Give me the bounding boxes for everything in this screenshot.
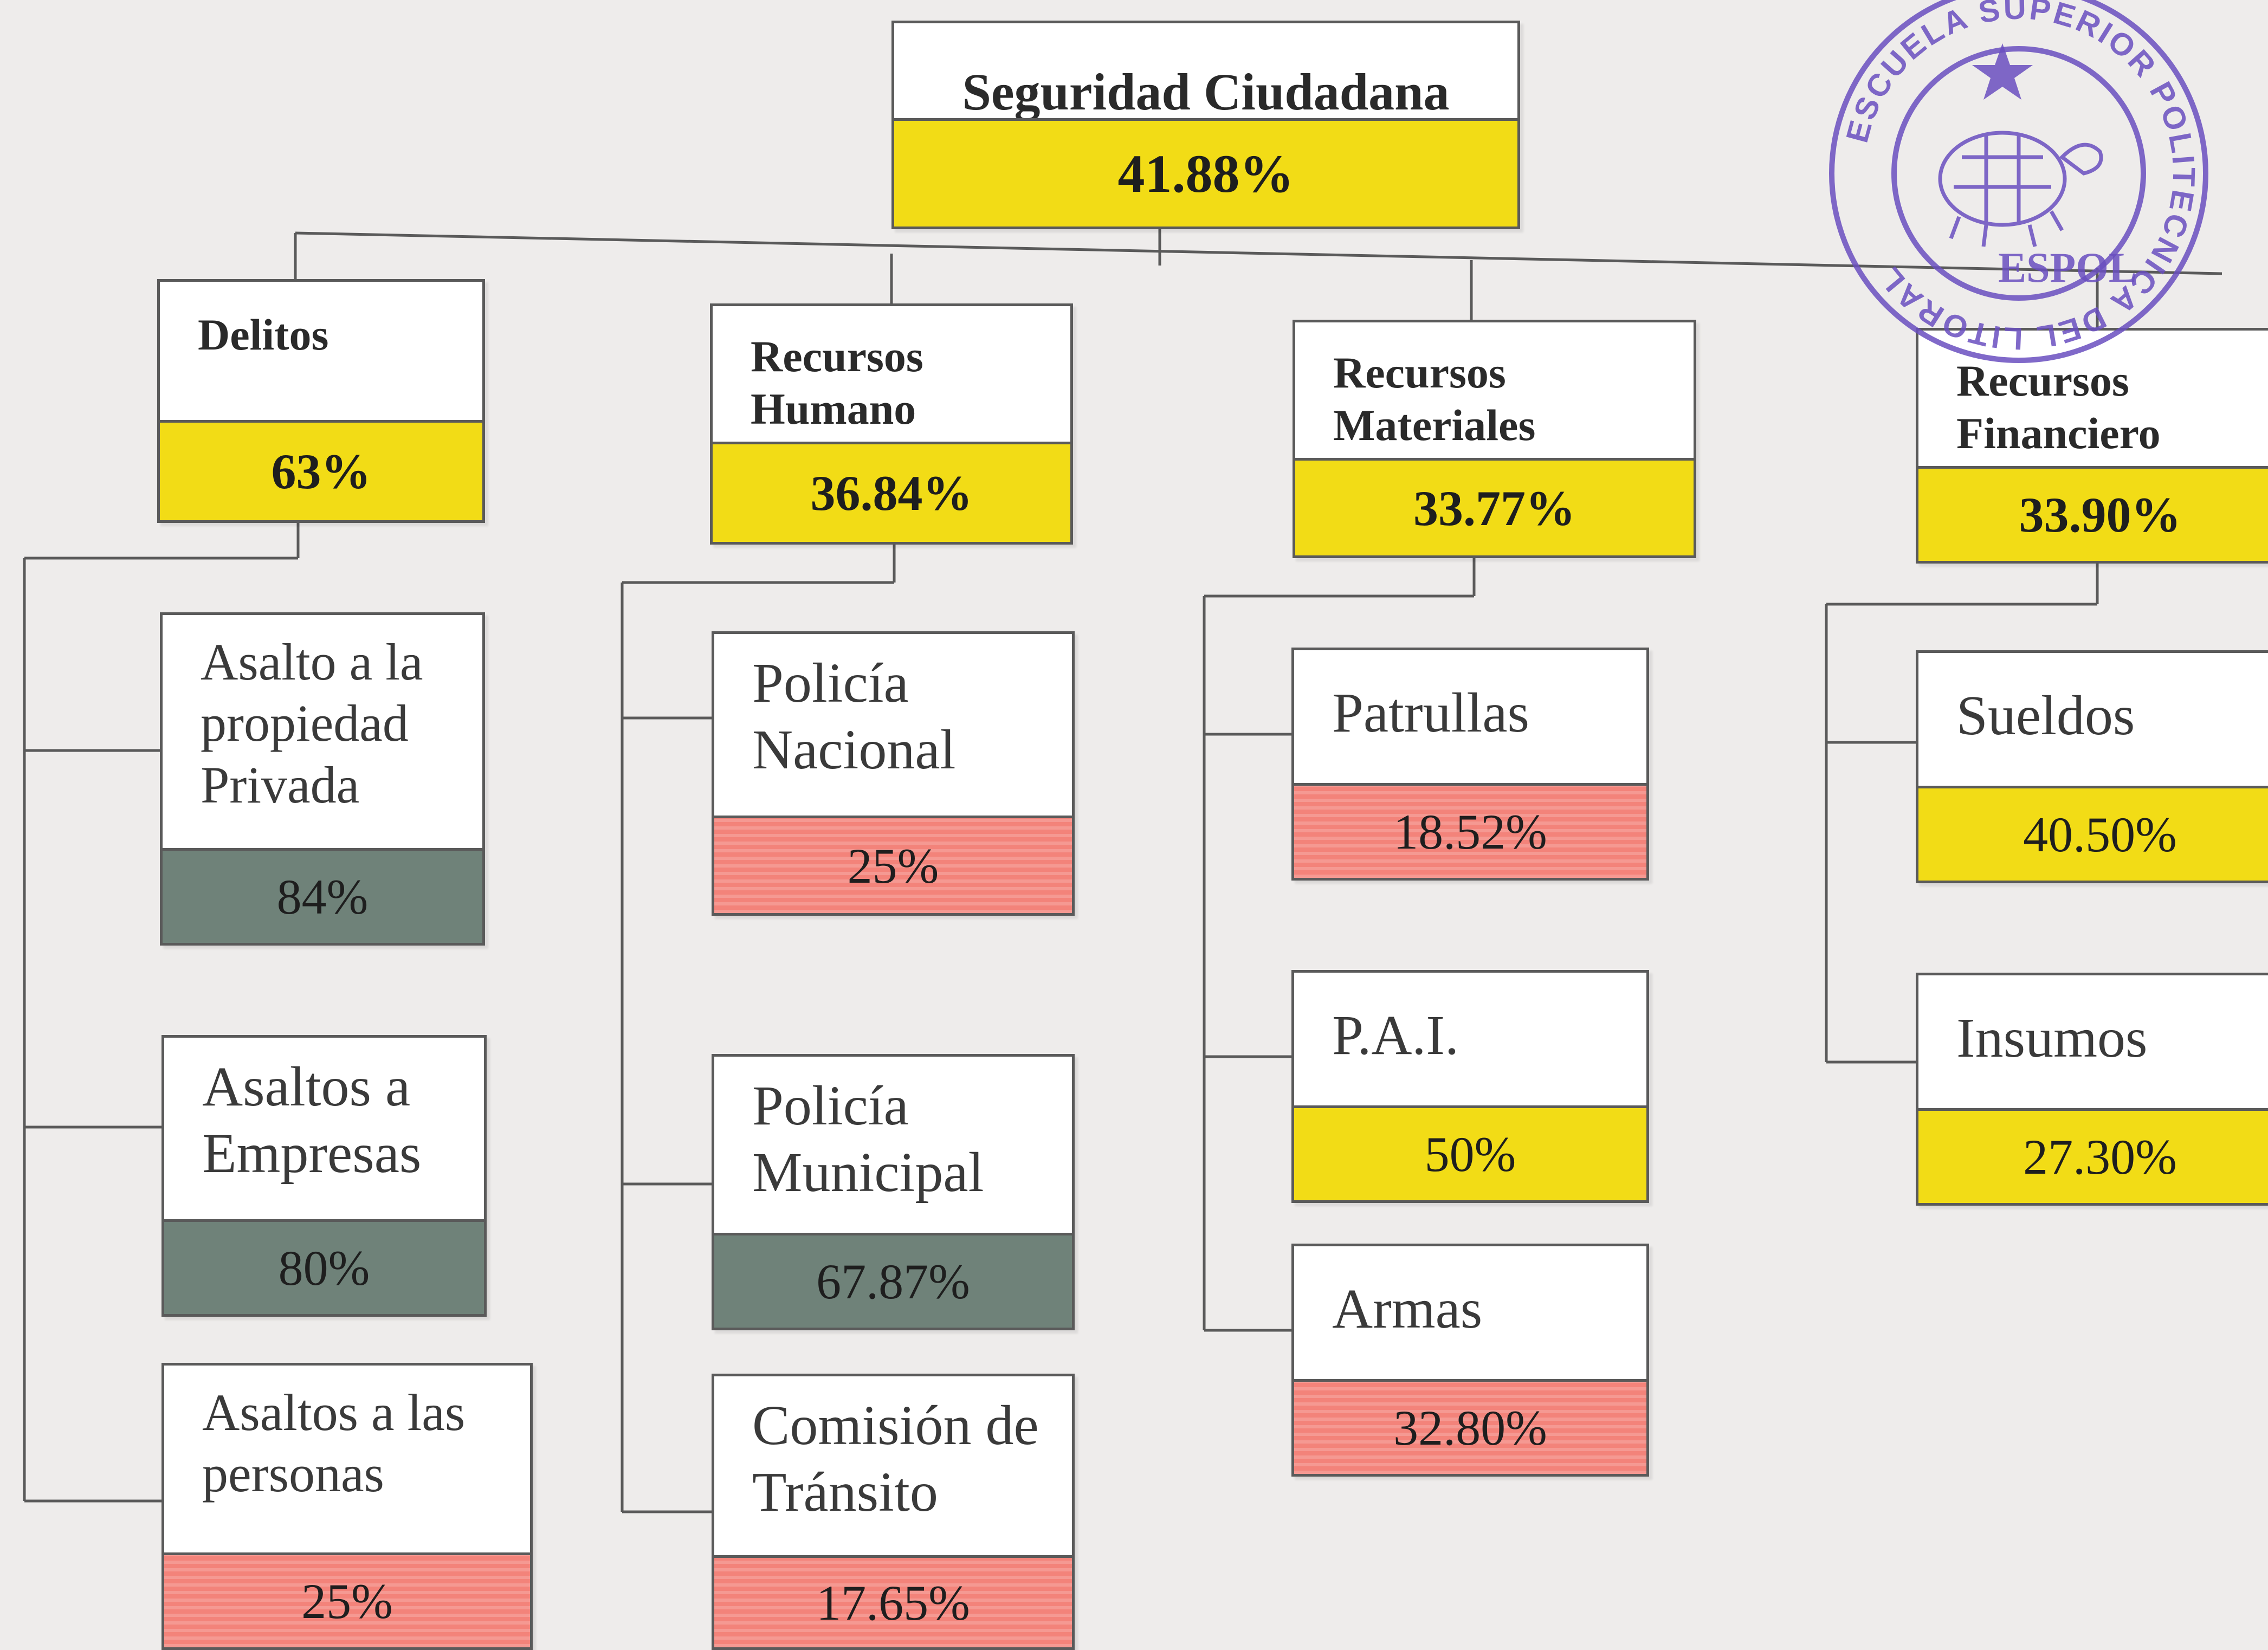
- node-label: Sueldos: [1918, 653, 2268, 791]
- node-label: Policía Nacional: [714, 634, 1072, 821]
- node-delitos: Delitos 63%: [157, 279, 485, 523]
- node-label: Patrullas: [1294, 650, 1646, 788]
- node-value: 18.52%: [1294, 783, 1646, 878]
- node-sueldos: Sueldos 40.50%: [1916, 650, 2268, 883]
- node-comision-transito: Comisión de Tránsito 17.65%: [712, 1374, 1075, 1650]
- node-label: Asalto a la propiedad Privada: [163, 615, 482, 853]
- node-label: Armas: [1294, 1246, 1646, 1384]
- node-value: 33.90%: [1918, 466, 2268, 561]
- seal-abbr: ESPOL: [1998, 244, 2137, 291]
- node-policia-nacional: Policía Nacional 25%: [712, 631, 1075, 916]
- star-icon: [1972, 43, 2033, 100]
- node-seguridad-ciudadana: Seguridad Ciudadana 41.88%: [891, 21, 1520, 229]
- node-value: 41.88%: [894, 118, 1517, 227]
- node-recursos-financiero: Recursos Financiero 33.90%: [1916, 328, 2268, 564]
- tortoise-icon: [1938, 131, 2103, 247]
- node-value: 25%: [164, 1552, 530, 1647]
- node-value: 40.50%: [1918, 786, 2268, 881]
- node-label: Policía Municipal: [714, 1057, 1072, 1238]
- node-value: 33.77%: [1295, 458, 1694, 555]
- node-value: 84%: [163, 848, 482, 943]
- node-label: Recursos Materiales: [1295, 322, 1577, 463]
- node-asaltos-personas: Asaltos a las personas 25%: [161, 1363, 533, 1650]
- node-patrullas: Patrullas 18.52%: [1291, 648, 1649, 881]
- node-asalto-propiedad-privada: Asalto a la propiedad Privada 84%: [160, 612, 485, 946]
- node-insumos: Insumos 27.30%: [1916, 973, 2268, 1206]
- node-label: Delitos: [160, 282, 482, 425]
- node-value: 17.65%: [714, 1555, 1072, 1647]
- node-label: P.A.I.: [1294, 973, 1646, 1111]
- node-label: Recursos Humano: [713, 306, 973, 447]
- node-value: 50%: [1294, 1105, 1646, 1200]
- node-asaltos-empresas: Asaltos a Empresas 80%: [161, 1035, 487, 1317]
- node-value: 25%: [714, 816, 1072, 913]
- node-value: 27.30%: [1918, 1108, 2268, 1203]
- node-label: Seguridad Ciudadana: [894, 23, 1517, 124]
- node-value: 63%: [160, 420, 482, 520]
- node-label: Comisión de Tránsito: [714, 1376, 1072, 1561]
- node-value: 36.84%: [713, 442, 1070, 542]
- node-pai: P.A.I. 50%: [1291, 970, 1649, 1203]
- node-policia-municipal: Policía Municipal 67.87%: [712, 1054, 1075, 1330]
- node-value: 80%: [164, 1219, 484, 1314]
- node-value: 67.87%: [714, 1233, 1072, 1328]
- node-label: Asaltos a las personas: [164, 1366, 530, 1558]
- node-label: Asaltos a Empresas: [164, 1038, 484, 1225]
- node-label: Insumos: [1918, 975, 2268, 1114]
- node-recursos-humano: Recursos Humano 36.84%: [710, 303, 1073, 545]
- espol-seal-stamp: ESCUELA SUPERIOR POLITECNICA DEL LITORAL…: [1829, 0, 2208, 363]
- node-recursos-materiales: Recursos Materiales 33.77%: [1293, 320, 1696, 558]
- node-value: 32.80%: [1294, 1379, 1646, 1474]
- node-armas: Armas 32.80%: [1291, 1244, 1649, 1477]
